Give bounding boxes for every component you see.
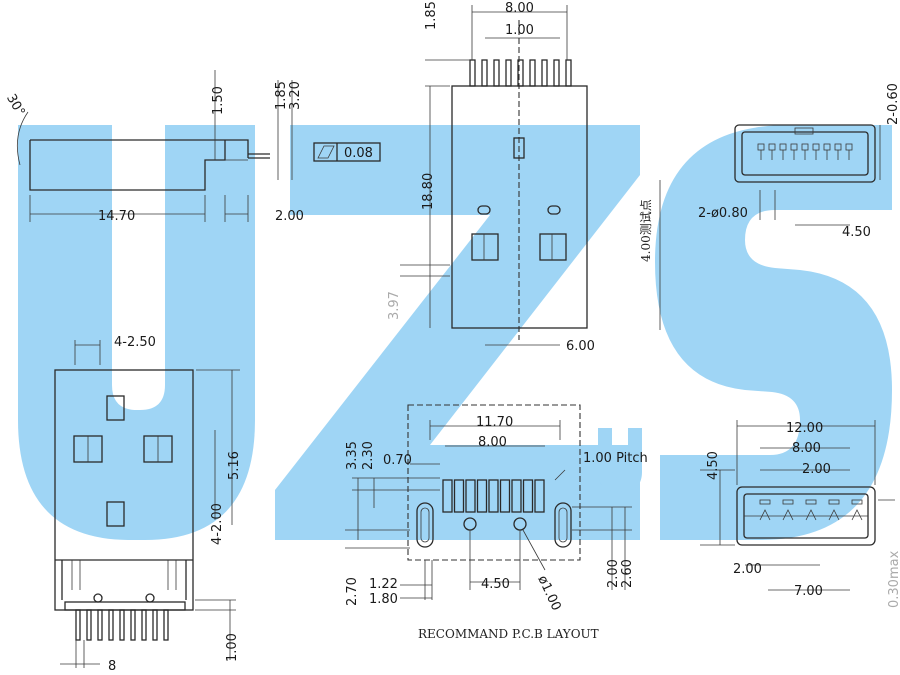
dim-1-80: 1.80 (369, 592, 398, 607)
front-bottom-contacts (759, 499, 863, 521)
uzs-watermark (18, 125, 892, 540)
pin (505, 59, 512, 87)
dim-4-50: 4.50 (842, 225, 871, 240)
dim-3-35: 3.35 (345, 441, 360, 470)
dim-0-70: 0.70 (383, 453, 412, 468)
pad (522, 479, 534, 513)
dim-1-22: 1.22 (369, 577, 398, 592)
top-view: 8.00 1.00 1.85 18.80 3.97 6.00 4.00测试点 (387, 1, 661, 354)
pad (534, 479, 545, 513)
test-point-note: 4.00测试点 (638, 199, 653, 262)
peg-dim: 2-ø0.80 (698, 206, 748, 221)
contact-spring (851, 509, 863, 521)
dim-18-80: 18.80 (421, 173, 436, 210)
watermark-small-u (598, 428, 642, 492)
dim-4-50: 4.50 (706, 451, 721, 480)
pad (499, 479, 511, 513)
dim-8-00: 8.00 (792, 441, 821, 456)
dim-length: 14.70 (98, 209, 135, 224)
pin-row (469, 59, 572, 87)
contact (759, 499, 771, 505)
pin (541, 59, 548, 87)
dim-2-00-b: 2.00 (733, 562, 762, 577)
front-view-top: 2-ø0.80 4.50 2-0.60 (698, 83, 900, 240)
dim-4-2-50: 4-2.50 (114, 335, 156, 350)
dim-6-00: 6.00 (566, 339, 595, 354)
pin (141, 609, 147, 641)
pin (469, 59, 476, 87)
dim-2-70: 2.70 (345, 577, 360, 606)
dim-3-20: 3.20 (288, 81, 303, 110)
pin (97, 609, 103, 641)
front-view-bottom: 12.00 8.00 2.00 4.50 2.00 7.00 0.30max (700, 420, 900, 608)
flatness-value: 0.08 (344, 146, 373, 161)
pcb-caption: RECOMMAND P.C.B LAYOUT (418, 627, 599, 641)
pin (130, 609, 136, 641)
contact-spring (759, 509, 771, 521)
contact (782, 499, 794, 505)
pad (488, 479, 499, 513)
watermark-letter-u (18, 125, 255, 540)
dim-2-00: 2.00 (606, 559, 621, 588)
watermark-letter-s (655, 125, 892, 540)
pin (565, 59, 572, 87)
dim-4-2-00: 4-2.00 (210, 503, 225, 545)
pin (75, 609, 81, 641)
dim-4-50: 4.50 (481, 577, 510, 592)
dim-7-00: 7.00 (794, 584, 823, 599)
watermark-letter-z (275, 125, 640, 540)
dim-1-00: 1.00 (505, 23, 534, 38)
contact (805, 499, 817, 505)
dim-1-50: 1.50 (211, 86, 226, 115)
pin (119, 609, 125, 641)
hole-dia: ø1.00 (534, 573, 563, 613)
dim-8-00: 8.00 (478, 435, 507, 450)
dim-11-70: 11.70 (476, 415, 513, 430)
pad (442, 479, 453, 513)
dim-2-00: 2.00 (802, 462, 831, 477)
dim-1-00: 1.00 (225, 633, 240, 662)
dim-8-00: 8.00 (505, 1, 534, 16)
dim-2-60: 2.60 (620, 559, 635, 588)
pitch-label: 1.00 Pitch (583, 451, 648, 466)
pad (465, 479, 476, 513)
pin (152, 609, 158, 641)
bottom-pins (75, 609, 169, 641)
dim-3-97: 3.97 (387, 291, 402, 320)
dim-5-16: 5.16 (227, 451, 242, 480)
contact-spring (805, 509, 817, 521)
pin (481, 59, 488, 87)
dim-8: 8 (108, 659, 116, 674)
bottom-view: 4-2.50 5.16 4-2.00 1.00 8 (54, 335, 242, 674)
contact-spring (782, 509, 794, 521)
dim-1-85: 1.85 (424, 1, 439, 30)
dim-1-85: 1.85 (274, 81, 289, 110)
pin (517, 59, 524, 87)
pin (108, 609, 114, 641)
pin (553, 59, 560, 87)
pin (529, 59, 536, 87)
pad (453, 479, 465, 513)
dim-2-30: 2.30 (361, 441, 376, 470)
dim-2-00: 2.00 (275, 209, 304, 224)
pcb-pads (442, 479, 545, 513)
pin (86, 609, 92, 641)
pad (476, 479, 488, 513)
dim-0-30max: 0.30max (887, 550, 900, 608)
contact (828, 499, 840, 505)
contact-spring (828, 509, 840, 521)
pin (493, 59, 500, 87)
front-contacts (757, 143, 853, 160)
pad (511, 479, 522, 513)
contact (851, 499, 863, 505)
hole-dim: 2-0.60 (886, 83, 900, 125)
dim-12-00: 12.00 (786, 421, 823, 436)
angle-label: 30° (3, 92, 28, 119)
pin (163, 609, 169, 641)
